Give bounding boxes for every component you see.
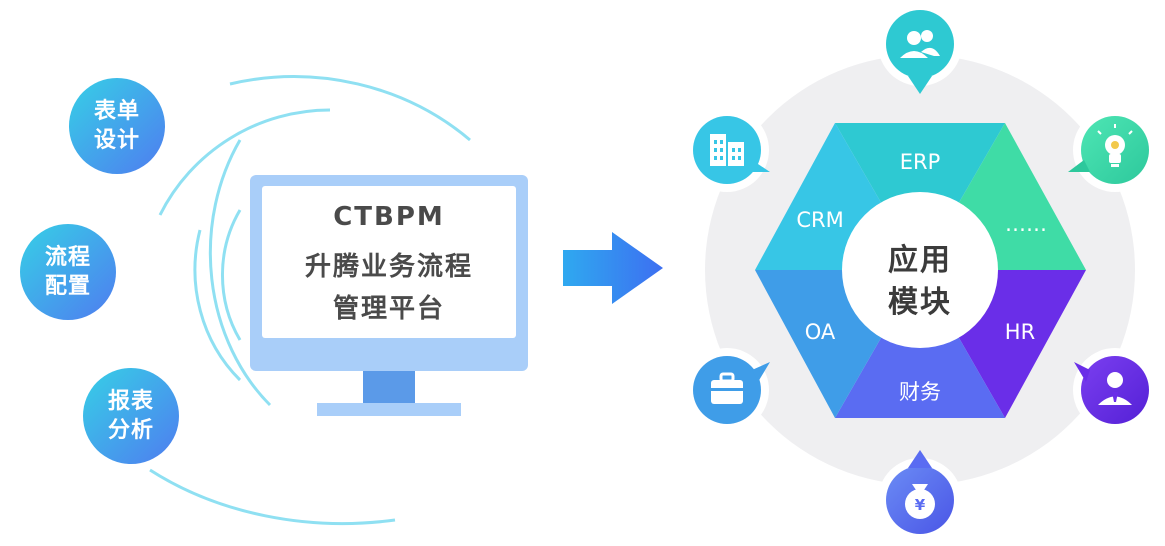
ring-center-label: 应用 模块 [845,240,995,324]
node-process-config-line2: 配置 [44,274,91,299]
money-bag-icon: ¥ [905,484,935,519]
svg-text:¥: ¥ [915,496,926,514]
manager-icon [1098,372,1132,405]
segment-crm-label: CRM [796,208,844,232]
node-report-analysis-line2: 分析 [107,418,154,443]
arrow-icon [563,232,663,304]
ring-center [842,192,998,348]
wave-arc-outer-bottom [149,468,396,526]
pin-manager [1073,348,1157,432]
monitor-neck [363,371,415,403]
pin-lightbulb [1068,108,1157,192]
pin-briefcase [685,348,770,432]
monitor-subtitle-2: 管理平台 [332,294,445,324]
monitor-base [317,403,461,416]
monitor-subtitle-1: 升腾业务流程 [304,252,473,282]
segment-finance-label: 财务 [899,380,941,404]
node-report-analysis-line1: 报表 [107,389,154,414]
node-report-analysis-label: 报表 分析 [91,387,171,445]
monitor-screen [262,186,516,338]
briefcase-icon [711,372,743,404]
segment-hr-label: HR [1004,320,1036,344]
node-form-design [69,78,165,174]
node-form-design-label: 表单 设计 [77,97,157,155]
lightbulb-icon [1097,124,1133,167]
wave-arc-mid [208,139,272,407]
segment-more-label: …… [1005,212,1047,236]
node-process-config [20,224,116,320]
wave-arc-mid-top [158,108,331,216]
pin-users [878,2,962,94]
node-form-design-line2: 设计 [93,128,140,153]
segment-erp-label: ERP [899,150,941,174]
wave-arc-inner [220,209,242,341]
users-icon [900,30,940,58]
signal-waves [149,75,471,526]
node-process-config-label: 流程 配置 [28,243,108,301]
wave-arc-outer [229,75,471,142]
building-icon [710,134,744,166]
monitor [250,175,528,416]
node-form-design-line1: 表单 [93,99,140,124]
wave-arc-inner-2 [193,229,242,382]
segment-oa-label: OA [804,320,836,344]
monitor-title: CTBPM [333,202,445,232]
ring-center-line1: 应用 [888,243,952,278]
pin-money-bag: ¥ [878,450,962,542]
pin-building [685,108,770,192]
node-report-analysis [83,368,179,464]
ring-center-line2: 模块 [888,285,952,320]
node-process-config-line1: 流程 [44,245,91,270]
